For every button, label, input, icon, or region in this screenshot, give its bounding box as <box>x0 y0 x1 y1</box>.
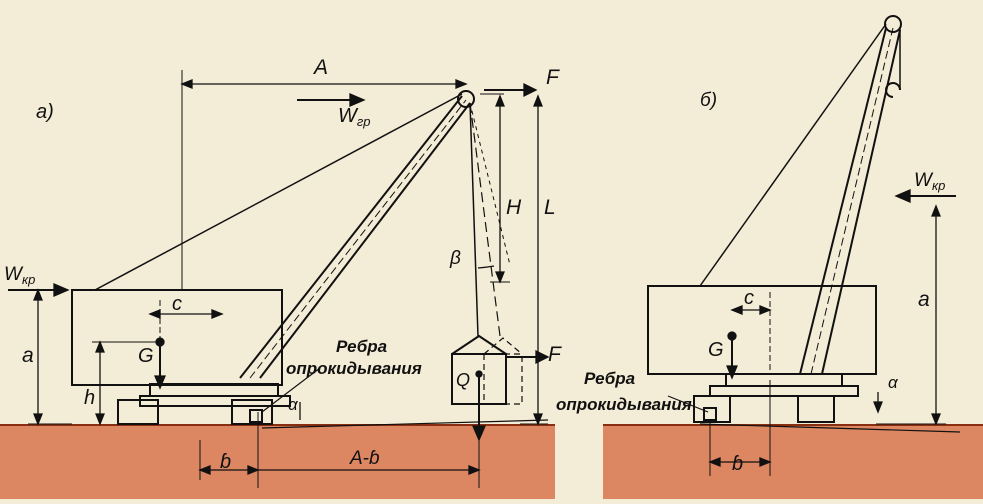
f-low-arrow-head <box>535 349 550 365</box>
dim-a-a-arrow-t <box>33 288 43 301</box>
alpha-b-arrow <box>873 401 883 414</box>
label-a-a: a <box>22 344 34 367</box>
tilt-line-b <box>699 423 961 433</box>
dim-b-a-arrow-l <box>198 465 211 475</box>
label-rib-b-2: опрокидывания <box>556 395 692 414</box>
label-Q: Q <box>456 370 470 390</box>
boom-axis-a <box>249 99 467 379</box>
dim-c-b-arrow-l <box>730 305 743 315</box>
crawler-belt-b <box>709 385 859 397</box>
rib-leader-b <box>667 395 709 413</box>
g-b-point <box>727 331 737 341</box>
wkr-a-arrow-head <box>53 283 70 297</box>
boom-left-b <box>799 27 887 375</box>
rib-block-b <box>703 407 717 421</box>
label-W-kr-b: Wкр <box>914 170 945 193</box>
dim-c-a-arrow-r <box>211 309 224 319</box>
dim-h-arrow-b <box>95 413 105 426</box>
track-left-b <box>693 395 731 423</box>
dim-b-b-arrow-r <box>759 457 772 467</box>
boom-head-a <box>457 90 475 108</box>
boom-right-b <box>821 29 901 375</box>
q-point <box>475 370 483 378</box>
panel-a <box>71 90 523 425</box>
label-W-gr: Wгр <box>338 105 371 129</box>
f-top-arrow-head <box>523 82 538 98</box>
load-swung-sling-a <box>483 337 523 355</box>
dim-Ab-arrow-r <box>468 465 481 475</box>
boom-axis-b <box>810 27 894 375</box>
dim-a-b-arrow-b <box>931 413 941 426</box>
dimensions-b <box>667 189 961 476</box>
label-L: L <box>544 196 556 219</box>
rib-block-a <box>249 409 263 423</box>
dim-a-b-arrow-t <box>931 204 941 217</box>
label-W-kr-a: Wкр <box>4 264 35 287</box>
wkr-b-arrow-head <box>894 189 911 203</box>
crane-body-b <box>647 285 877 375</box>
ground-a <box>0 424 555 499</box>
label-A: A <box>312 56 328 79</box>
label-rib-a-2: опрокидывания <box>286 359 422 378</box>
dim-L-arrow-b <box>533 413 543 426</box>
track-right-b <box>797 395 835 423</box>
pendant-line-a <box>94 93 463 291</box>
boom-upper-a <box>239 95 463 379</box>
track-left-a <box>117 399 159 425</box>
swung-rope-a <box>469 102 501 337</box>
rope-deviated-a <box>469 102 511 266</box>
hoist-rope-a <box>469 102 479 337</box>
dim-H-arrow-b <box>495 271 505 284</box>
label-c-b: c <box>744 287 754 309</box>
label-beta: β <box>449 248 461 269</box>
label-c-a: c <box>172 293 182 315</box>
panel-a-label: а) <box>36 101 54 123</box>
g-b-arrow-head <box>726 365 738 380</box>
label-F-low: F <box>548 343 562 366</box>
panel-b <box>647 15 902 423</box>
beta-arc <box>477 265 495 269</box>
dim-L-arrow-t <box>533 94 543 107</box>
label-rib-a-1: Ребра <box>336 337 387 356</box>
label-rib-b-1: Ребра <box>584 369 635 388</box>
wgr-arrow-head <box>349 93 366 107</box>
label-H: H <box>506 196 522 219</box>
label-alpha-a: α <box>288 395 299 414</box>
hook-b <box>885 82 901 98</box>
dim-A-arrow-l <box>180 79 193 89</box>
label-b-a: ɓ <box>220 451 231 473</box>
crawler-frame-b <box>725 373 843 387</box>
label-a-b: a <box>918 288 930 311</box>
track-right-a <box>231 399 273 425</box>
label-A-minus-b: A-ɓ <box>349 448 380 469</box>
label-G-a: G <box>138 345 154 367</box>
boom-head-b <box>884 15 902 33</box>
ground-b <box>603 424 983 499</box>
label-h: h <box>84 387 95 409</box>
dim-b-b-arrow-l <box>708 457 721 467</box>
dim-H-arrow-t <box>495 94 505 107</box>
pendant-line-b <box>699 23 887 287</box>
g-a-arrow-head <box>154 375 166 390</box>
panel-b-label: б) <box>700 90 717 111</box>
rib-leader-a <box>261 367 321 413</box>
tilt-line-a <box>261 419 549 429</box>
dim-b-a-arrow-r <box>247 465 260 475</box>
boom-lower-a <box>259 102 471 379</box>
dim-c-a-arrow-l <box>148 309 161 319</box>
q-arrow-head <box>472 425 486 442</box>
label-alpha-b: α <box>888 373 899 392</box>
dim-h-arrow-t <box>95 340 105 353</box>
label-b-b: ɓ <box>732 453 743 475</box>
label-G-b: G <box>708 339 724 361</box>
dimensions-a <box>8 70 550 488</box>
dim-a-a-arrow-b <box>33 413 43 426</box>
label-F-top: F <box>546 66 560 89</box>
load-sling-a <box>451 334 507 355</box>
dim-A-arrow-r <box>455 79 468 89</box>
dim-c-b-arrow-r <box>759 305 772 315</box>
load-swung-a <box>483 353 523 405</box>
